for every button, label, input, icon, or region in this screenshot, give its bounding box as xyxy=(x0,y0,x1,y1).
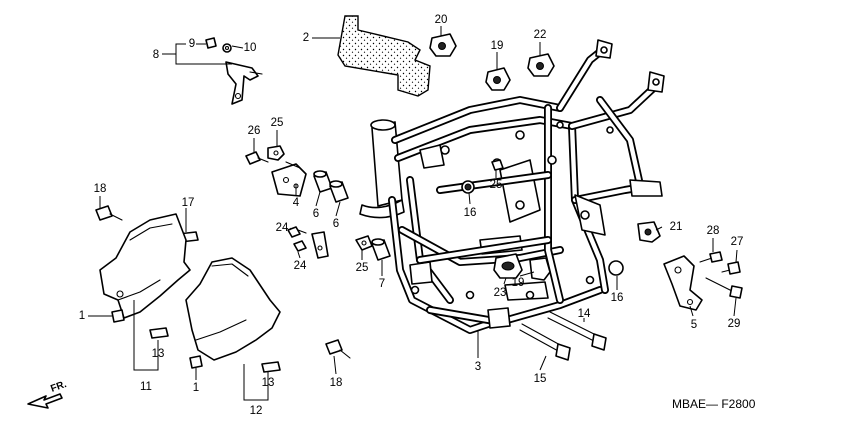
callout-12: 12 xyxy=(250,405,263,417)
callout-9: 9 xyxy=(189,38,195,50)
callout-24-b: 24 xyxy=(294,260,307,272)
callout-28: 28 xyxy=(707,225,720,237)
callout-18-a: 18 xyxy=(94,183,107,195)
bracket-8 xyxy=(205,37,263,105)
callout-11: 11 xyxy=(140,381,152,393)
clamp-23 xyxy=(493,253,523,279)
screw-1-a xyxy=(111,309,125,323)
bushing-7 xyxy=(371,238,391,261)
diagram-code: MBAE— F2800 xyxy=(672,397,756,411)
clamp-22 xyxy=(527,53,555,77)
callout-25-c: 25 xyxy=(490,179,503,191)
callout-24-a: 24 xyxy=(276,222,289,234)
callout-5: 5 xyxy=(691,319,697,331)
clamp-19-top xyxy=(485,67,511,91)
clamp-19-low xyxy=(529,257,551,281)
bolt-28 xyxy=(699,251,723,263)
bracket-4 xyxy=(271,161,307,197)
callout-23: 23 xyxy=(494,287,507,299)
clip-21 xyxy=(637,221,661,243)
front-marker: FR. xyxy=(49,379,68,395)
plate-2 xyxy=(337,15,431,97)
grommet-13-b xyxy=(261,361,281,373)
nut-25-c xyxy=(491,159,504,171)
bushing-6-a xyxy=(313,170,333,193)
front-arrow-icon xyxy=(27,393,63,409)
callout-14: 14 xyxy=(578,308,591,320)
main-frame xyxy=(359,39,665,334)
clamp-20 xyxy=(429,33,457,57)
callout-21: 21 xyxy=(670,221,683,233)
grommet-16-b xyxy=(608,260,624,276)
side-cover-12 xyxy=(185,257,281,361)
callout-7: 7 xyxy=(379,278,385,290)
callout-29: 29 xyxy=(728,318,741,330)
callout-16-b: 16 xyxy=(611,292,624,304)
callout-6-a: 6 xyxy=(313,208,319,220)
callout-numbers: 2 8 9 10 20 19 22 26 25 4 6 6 18 17 24 2… xyxy=(79,14,744,417)
callout-13-a: 13 xyxy=(152,348,165,360)
callout-25-b: 25 xyxy=(356,262,369,274)
bolt-15 xyxy=(519,323,571,361)
bolt-18-b xyxy=(325,339,351,359)
side-cover-11 xyxy=(99,213,191,319)
callout-20: 20 xyxy=(435,14,448,26)
callout-1-b: 1 xyxy=(193,382,199,394)
bolt-24 xyxy=(287,226,307,252)
callout-19-low: 19 xyxy=(512,277,525,289)
bushing-6-b xyxy=(329,180,349,203)
callout-4: 4 xyxy=(293,197,300,209)
small-bracket xyxy=(311,231,329,259)
nut-25-b xyxy=(355,235,373,251)
nut-25-a xyxy=(267,145,285,161)
callout-22: 22 xyxy=(534,29,547,41)
callout-19-top: 19 xyxy=(491,40,504,52)
callout-3: 3 xyxy=(475,361,481,373)
bracket-5 xyxy=(663,255,703,311)
callout-10: 10 xyxy=(244,42,257,54)
callout-27: 27 xyxy=(731,236,744,248)
bolt-29 xyxy=(705,277,743,299)
callout-16-a: 16 xyxy=(464,207,477,219)
callout-13-b: 13 xyxy=(262,377,275,389)
callout-8: 8 xyxy=(153,49,159,61)
bolt-27 xyxy=(721,261,741,275)
bolt-18-a xyxy=(95,205,123,221)
callout-17: 17 xyxy=(182,197,195,209)
callout-26: 26 xyxy=(248,125,261,137)
callout-2: 2 xyxy=(303,32,309,44)
callout-15: 15 xyxy=(534,373,547,385)
callout-1-a: 1 xyxy=(79,310,85,322)
grommet-16-a xyxy=(461,180,475,194)
callout-18-b: 18 xyxy=(330,377,343,389)
leader-lines xyxy=(88,26,738,401)
callout-25-a: 25 xyxy=(271,117,284,129)
callout-6-b: 6 xyxy=(333,218,339,230)
bolt-26 xyxy=(245,151,269,165)
grommet-13-a xyxy=(149,327,169,339)
bolt-14 xyxy=(547,311,607,351)
screw-1-b xyxy=(189,355,203,369)
